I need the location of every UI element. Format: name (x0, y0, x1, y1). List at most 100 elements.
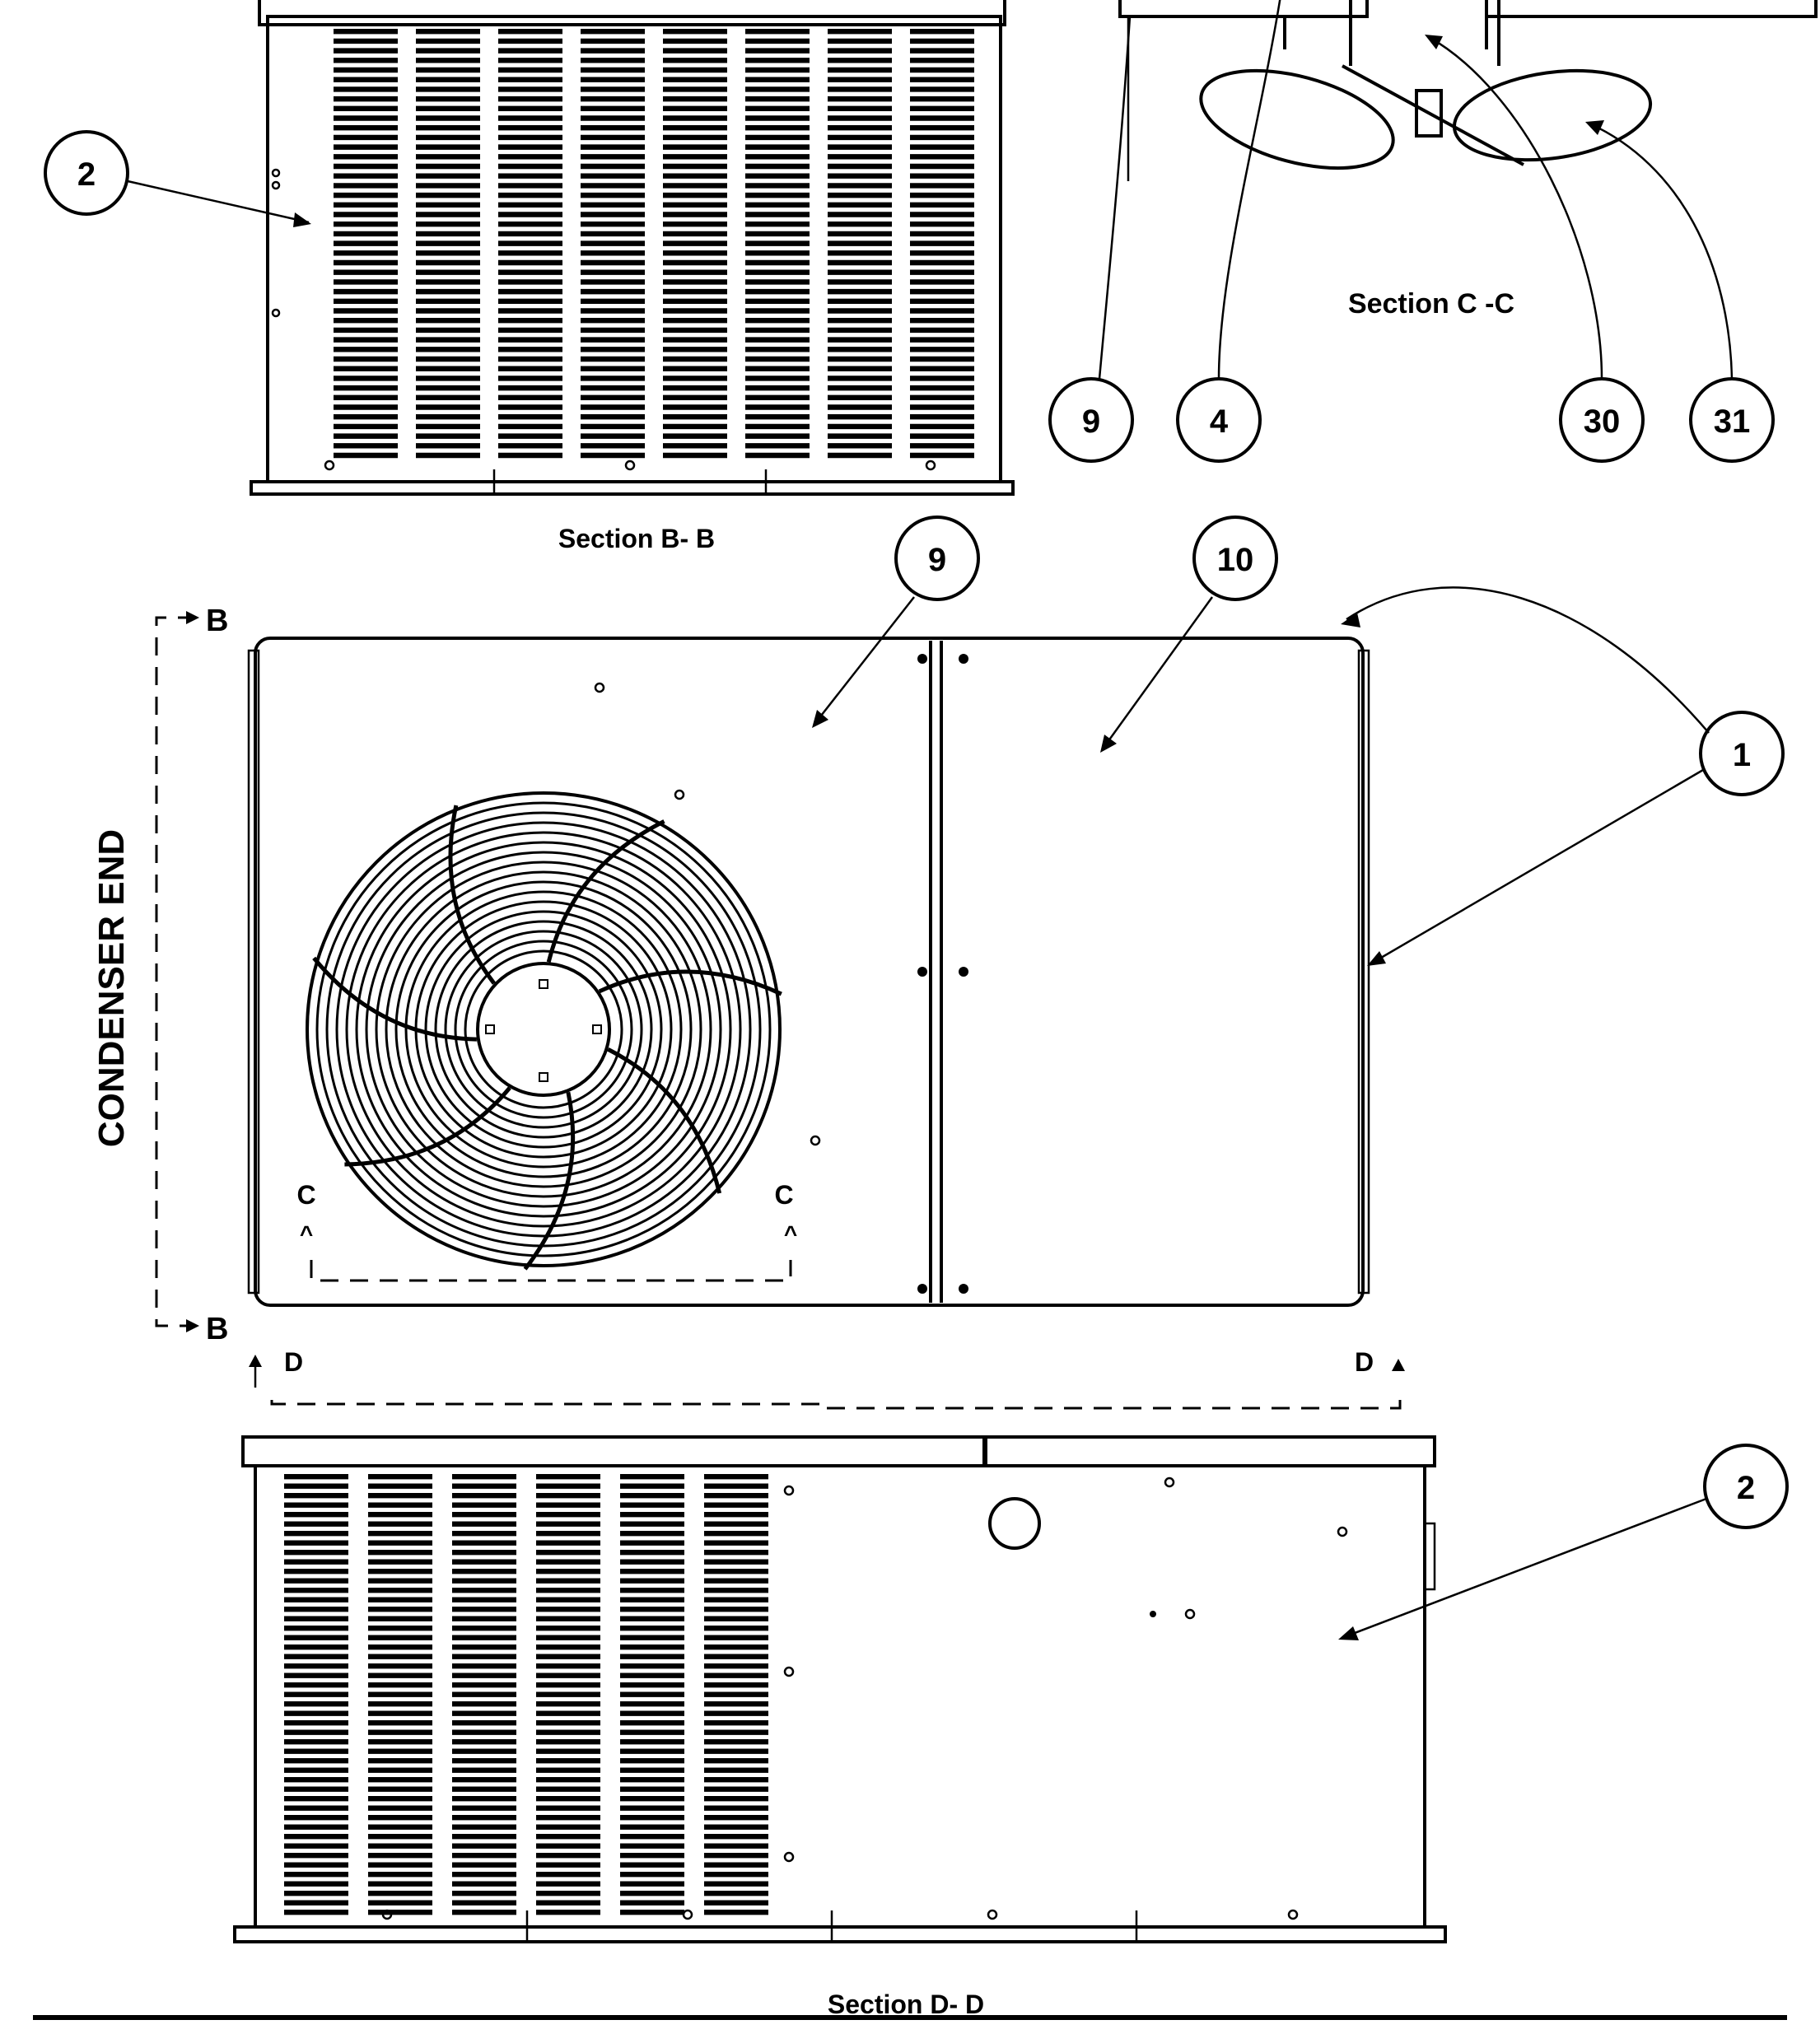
louver-slot (620, 1701, 684, 1707)
louver-slot (536, 1729, 600, 1735)
louver-slot (663, 308, 727, 314)
louver-slot (910, 212, 974, 217)
louver-slot (910, 327, 974, 334)
louver-slot (368, 1701, 432, 1707)
louver-slot (368, 1672, 432, 1678)
louver-slot (704, 1767, 768, 1773)
mark-d-left: D (284, 1347, 303, 1377)
louver-slot (745, 347, 810, 352)
louver-slot (663, 222, 727, 227)
louver-slot (368, 1796, 432, 1802)
louver-slot (416, 231, 480, 237)
louver-slot (536, 1483, 600, 1489)
louver-slot (452, 1644, 516, 1650)
louver-slot (452, 1739, 516, 1745)
louver-slot (663, 38, 727, 44)
louver-slot (284, 1474, 348, 1480)
louver-slot (620, 1758, 684, 1764)
fan-hub (476, 962, 611, 1097)
louver-slot (828, 212, 892, 217)
louver-slot (704, 1626, 768, 1631)
louver-slot (498, 356, 562, 362)
louver-slot (910, 318, 974, 324)
louver-slot (910, 231, 974, 237)
louver-slot (910, 125, 974, 131)
louver-slot (704, 1512, 768, 1518)
louver-slot (704, 1710, 768, 1716)
condenser-end-label: CONDENSER END (91, 829, 132, 1147)
louver-slot (368, 1521, 432, 1527)
louver-slot (663, 115, 727, 121)
louver-slot (620, 1900, 684, 1906)
louver-slot (452, 1881, 516, 1887)
louver-slot (745, 385, 810, 391)
louver-slot (536, 1540, 600, 1546)
louver-slot (536, 1691, 600, 1697)
louver-slot (284, 1607, 348, 1612)
louver-slot (536, 1701, 600, 1707)
louver-slot (536, 1881, 600, 1887)
louver-slot (828, 288, 892, 295)
louver-slot (663, 125, 727, 131)
louver-slot (704, 1900, 768, 1906)
louver-slot (284, 1729, 348, 1735)
louver-slot (910, 96, 974, 102)
louver-slot (452, 1710, 516, 1716)
louver-slot (536, 1758, 600, 1764)
louver-slot (334, 423, 398, 430)
louver-slot (284, 1710, 348, 1716)
louver-slot (704, 1805, 768, 1811)
louver-slot (416, 394, 480, 401)
louver-slot (368, 1758, 432, 1764)
louver-slot (498, 144, 562, 150)
louver-slot (663, 327, 727, 334)
louver-slot (745, 105, 810, 112)
louver-slot (452, 1824, 516, 1830)
louver-slot (334, 250, 398, 256)
svg-text:31: 31 (1714, 404, 1751, 440)
louver-slot (910, 423, 974, 430)
louver-slot (416, 269, 480, 275)
louver-slot (663, 347, 727, 352)
louver-slot (910, 202, 974, 208)
louver-slot (498, 163, 562, 170)
louver-slot (368, 1739, 432, 1745)
louver-slot (828, 163, 892, 170)
louver-slot (581, 29, 645, 35)
louver-slot (581, 423, 645, 430)
louver-slot (910, 269, 974, 275)
louver-slot (704, 1815, 768, 1821)
louver-slot (581, 385, 645, 391)
louver-slot (828, 308, 892, 314)
louver-slot (910, 414, 974, 420)
louver-slot (368, 1626, 432, 1631)
louver-slot (368, 1767, 432, 1773)
louver-slot (910, 443, 974, 449)
louver-slot (620, 1540, 684, 1546)
louver-slot (334, 48, 398, 54)
louver-slot (704, 1521, 768, 1527)
louver-slot (368, 1824, 432, 1830)
svg-text:2: 2 (77, 156, 96, 193)
louver-slot (368, 1559, 432, 1565)
louver-slot (663, 404, 727, 410)
louver-slot (581, 67, 645, 73)
mark-c-right: C (774, 1180, 793, 1210)
louver-grille-d (284, 1474, 768, 1915)
louver-slot (536, 1805, 600, 1811)
louver-slot (536, 1626, 600, 1631)
louver-slot (745, 48, 810, 54)
louver-slot (452, 1691, 516, 1697)
louver-slot (284, 1540, 348, 1546)
louver-slot (452, 1748, 516, 1754)
louver-slot (704, 1502, 768, 1508)
louver-slot (536, 1474, 600, 1480)
louver-slot (620, 1635, 684, 1640)
louver-slot (620, 1729, 684, 1735)
louver-slot (334, 376, 398, 381)
louver-slot (536, 1550, 600, 1556)
louver-slot (368, 1720, 432, 1726)
louver-slot (581, 288, 645, 295)
louver-slot (334, 414, 398, 420)
louver-slot (452, 1834, 516, 1840)
